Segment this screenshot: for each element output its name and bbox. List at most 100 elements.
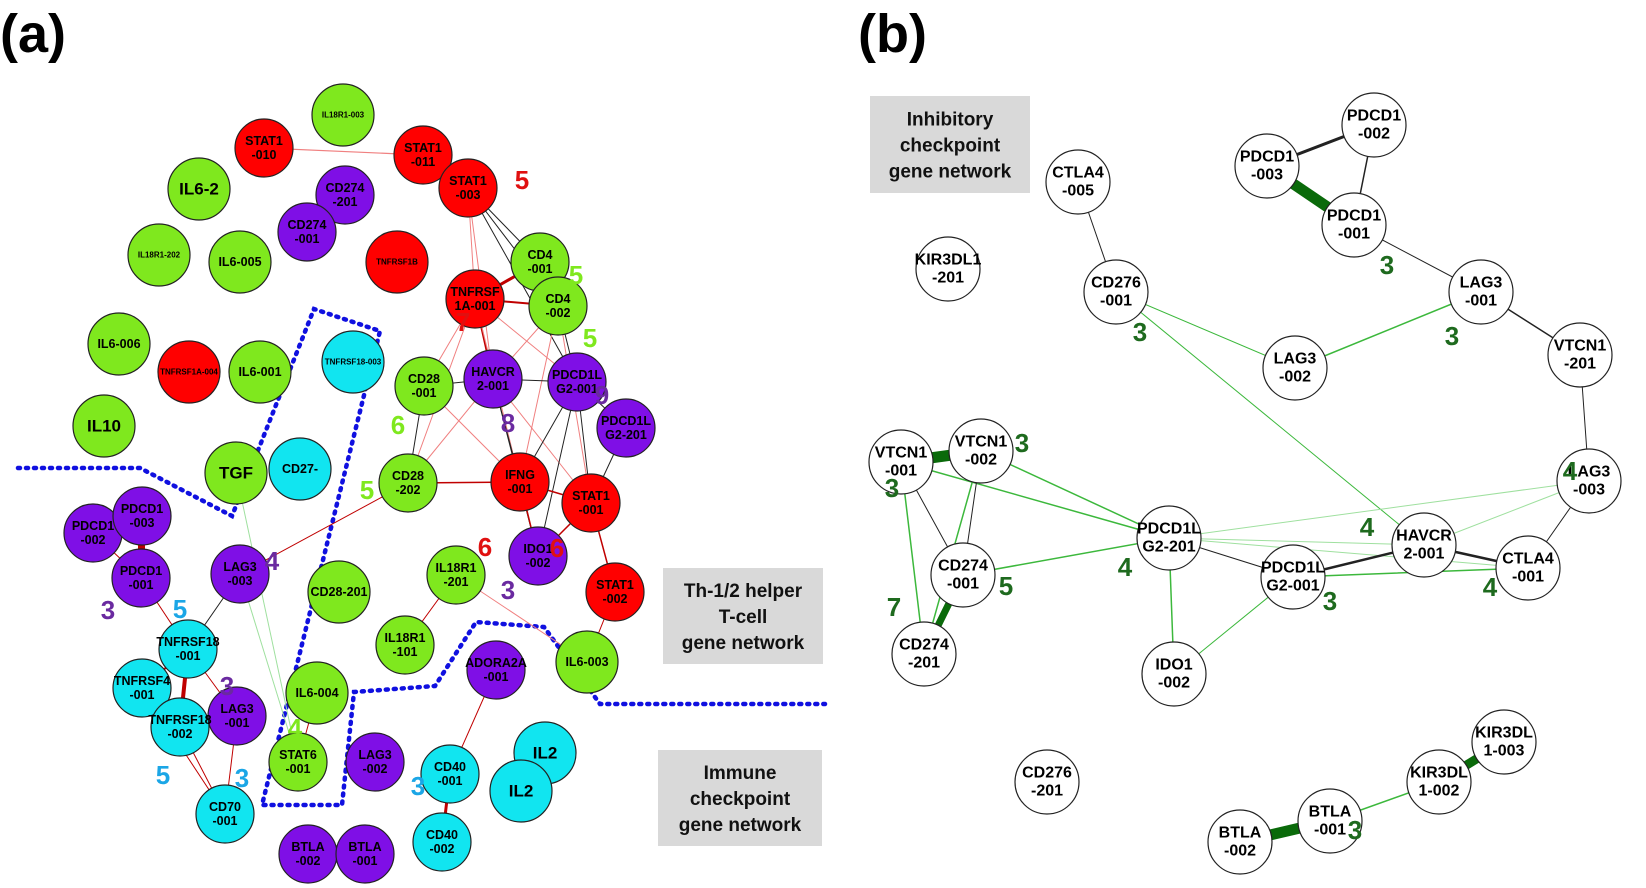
node-label: BTLA [348,840,381,854]
node-circle [547,352,607,412]
network-node: TNFRSF1B [365,230,429,294]
degree-label: 7 [456,307,470,337]
network-node: TNFRSF4-001 [112,658,172,718]
node-circle [445,269,505,329]
degree-label: 5 [156,760,170,790]
node-label: CD40 [426,828,458,842]
network-node: IL18R1-003 [311,83,375,147]
node-label: -011 [411,155,435,169]
node-label: IL2 [533,744,558,763]
degree-label: 3 [235,763,249,793]
node-label: G2-001 [556,382,598,396]
node-label: LAG3 [1568,463,1611,480]
degree-label: 5 [569,260,583,290]
node-label: G2-201 [605,428,647,442]
node-label: IL6-001 [238,365,281,379]
node-circle [1083,259,1149,325]
node-label: TNFRSF [450,285,500,299]
degree-label: 5 [999,571,1013,601]
node-label: CTLA4 [1502,550,1554,567]
node-label: CD4 [545,292,570,306]
degree-label: 6 [391,410,405,440]
network-node: LAG3-002 [1262,335,1328,401]
node-label: KIR3DL [1475,724,1533,741]
node-circle [596,398,656,458]
network-boundary-lines [15,306,828,808]
node-label: -002 [602,592,627,606]
network-node: KIR3DL1-003 [1471,709,1537,775]
network-node: VTCN1-001 [868,429,934,495]
node-label: TNFRSF18 [156,635,219,649]
boundary-dotted-line [15,306,828,808]
node-label: CD28 [408,372,440,386]
node-label: -001 [437,774,462,788]
node-label: -002 [80,533,105,547]
node-circle [112,658,172,718]
node-circle [1014,749,1080,815]
network-node: CD274-001 [277,202,337,262]
node-label: -201 [908,655,940,672]
node-label: PDCD1L [552,368,602,382]
network-node: STAT1-002 [585,562,645,622]
node-circle [1234,133,1300,199]
node-label: STAT1 [404,141,442,155]
node-circle [412,812,472,872]
node-label: IL6-006 [97,337,140,351]
node-circle [321,330,385,394]
node-label: PDCD1L [1137,520,1201,537]
node-label: -001 [507,482,532,496]
network-node: BTLA-002 [1207,809,1273,875]
node-circle [157,340,221,404]
node-label: CD276 [1022,764,1072,781]
node-label: PDCD1 [1240,148,1294,165]
network-node: CD276-001 [1083,259,1149,325]
network-node: IL6-003 [555,630,619,694]
network-node: PDCD1-002 [1341,92,1407,158]
network-node: TNFRSF1A-001 [445,269,505,329]
node-circle [438,158,498,218]
node-circle [394,356,454,416]
node-label: TNFRSF4 [114,674,170,688]
node-circle [365,230,429,294]
node-circle [1207,809,1273,875]
caption-box-bg [663,568,823,664]
caption-box-line: checkpoint [690,789,791,810]
node-label: PDCD1 [72,519,114,533]
node-circle [1045,149,1111,215]
node-label: TGF [219,464,253,483]
network-node: IDO1-002 [508,526,568,586]
degree-label: 5 [173,594,187,624]
node-label: -001 [1100,293,1132,310]
node-label: -001 [1338,226,1370,243]
network-edge [239,482,409,575]
node-label: -001 [527,262,552,276]
node-label: -201 [443,575,468,589]
degree-label: 3 [1380,250,1394,280]
node-label: BTLA [291,840,324,854]
network-node: TNFRSF1A-004 [157,340,221,404]
node-label: -001 [947,576,979,593]
node-label: 2-001 [477,379,509,393]
network-edge [1168,537,1425,546]
node-label: -001 [1314,822,1346,839]
network-node: CD70-001 [195,784,255,844]
node-label: -001 [1512,569,1544,586]
node-label: CD28 [392,469,424,483]
node-circle [1321,192,1387,258]
caption-box-bg [658,750,822,846]
node-label: -001 [578,503,603,517]
network-edge [1115,291,1425,546]
degree-label: 5 [515,165,529,195]
network-node: PDCD1-001 [111,548,171,608]
network-node: CD274-001 [930,542,996,608]
network-node: LAG3-001 [207,686,267,746]
network-node: IL18R1-201 [426,545,486,605]
caption-box-line: gene network [889,162,1012,183]
node-circle [948,418,1014,484]
node-label: -002 [1158,675,1190,692]
node-label: -201 [932,270,964,287]
degree-label: 3 [411,771,425,801]
